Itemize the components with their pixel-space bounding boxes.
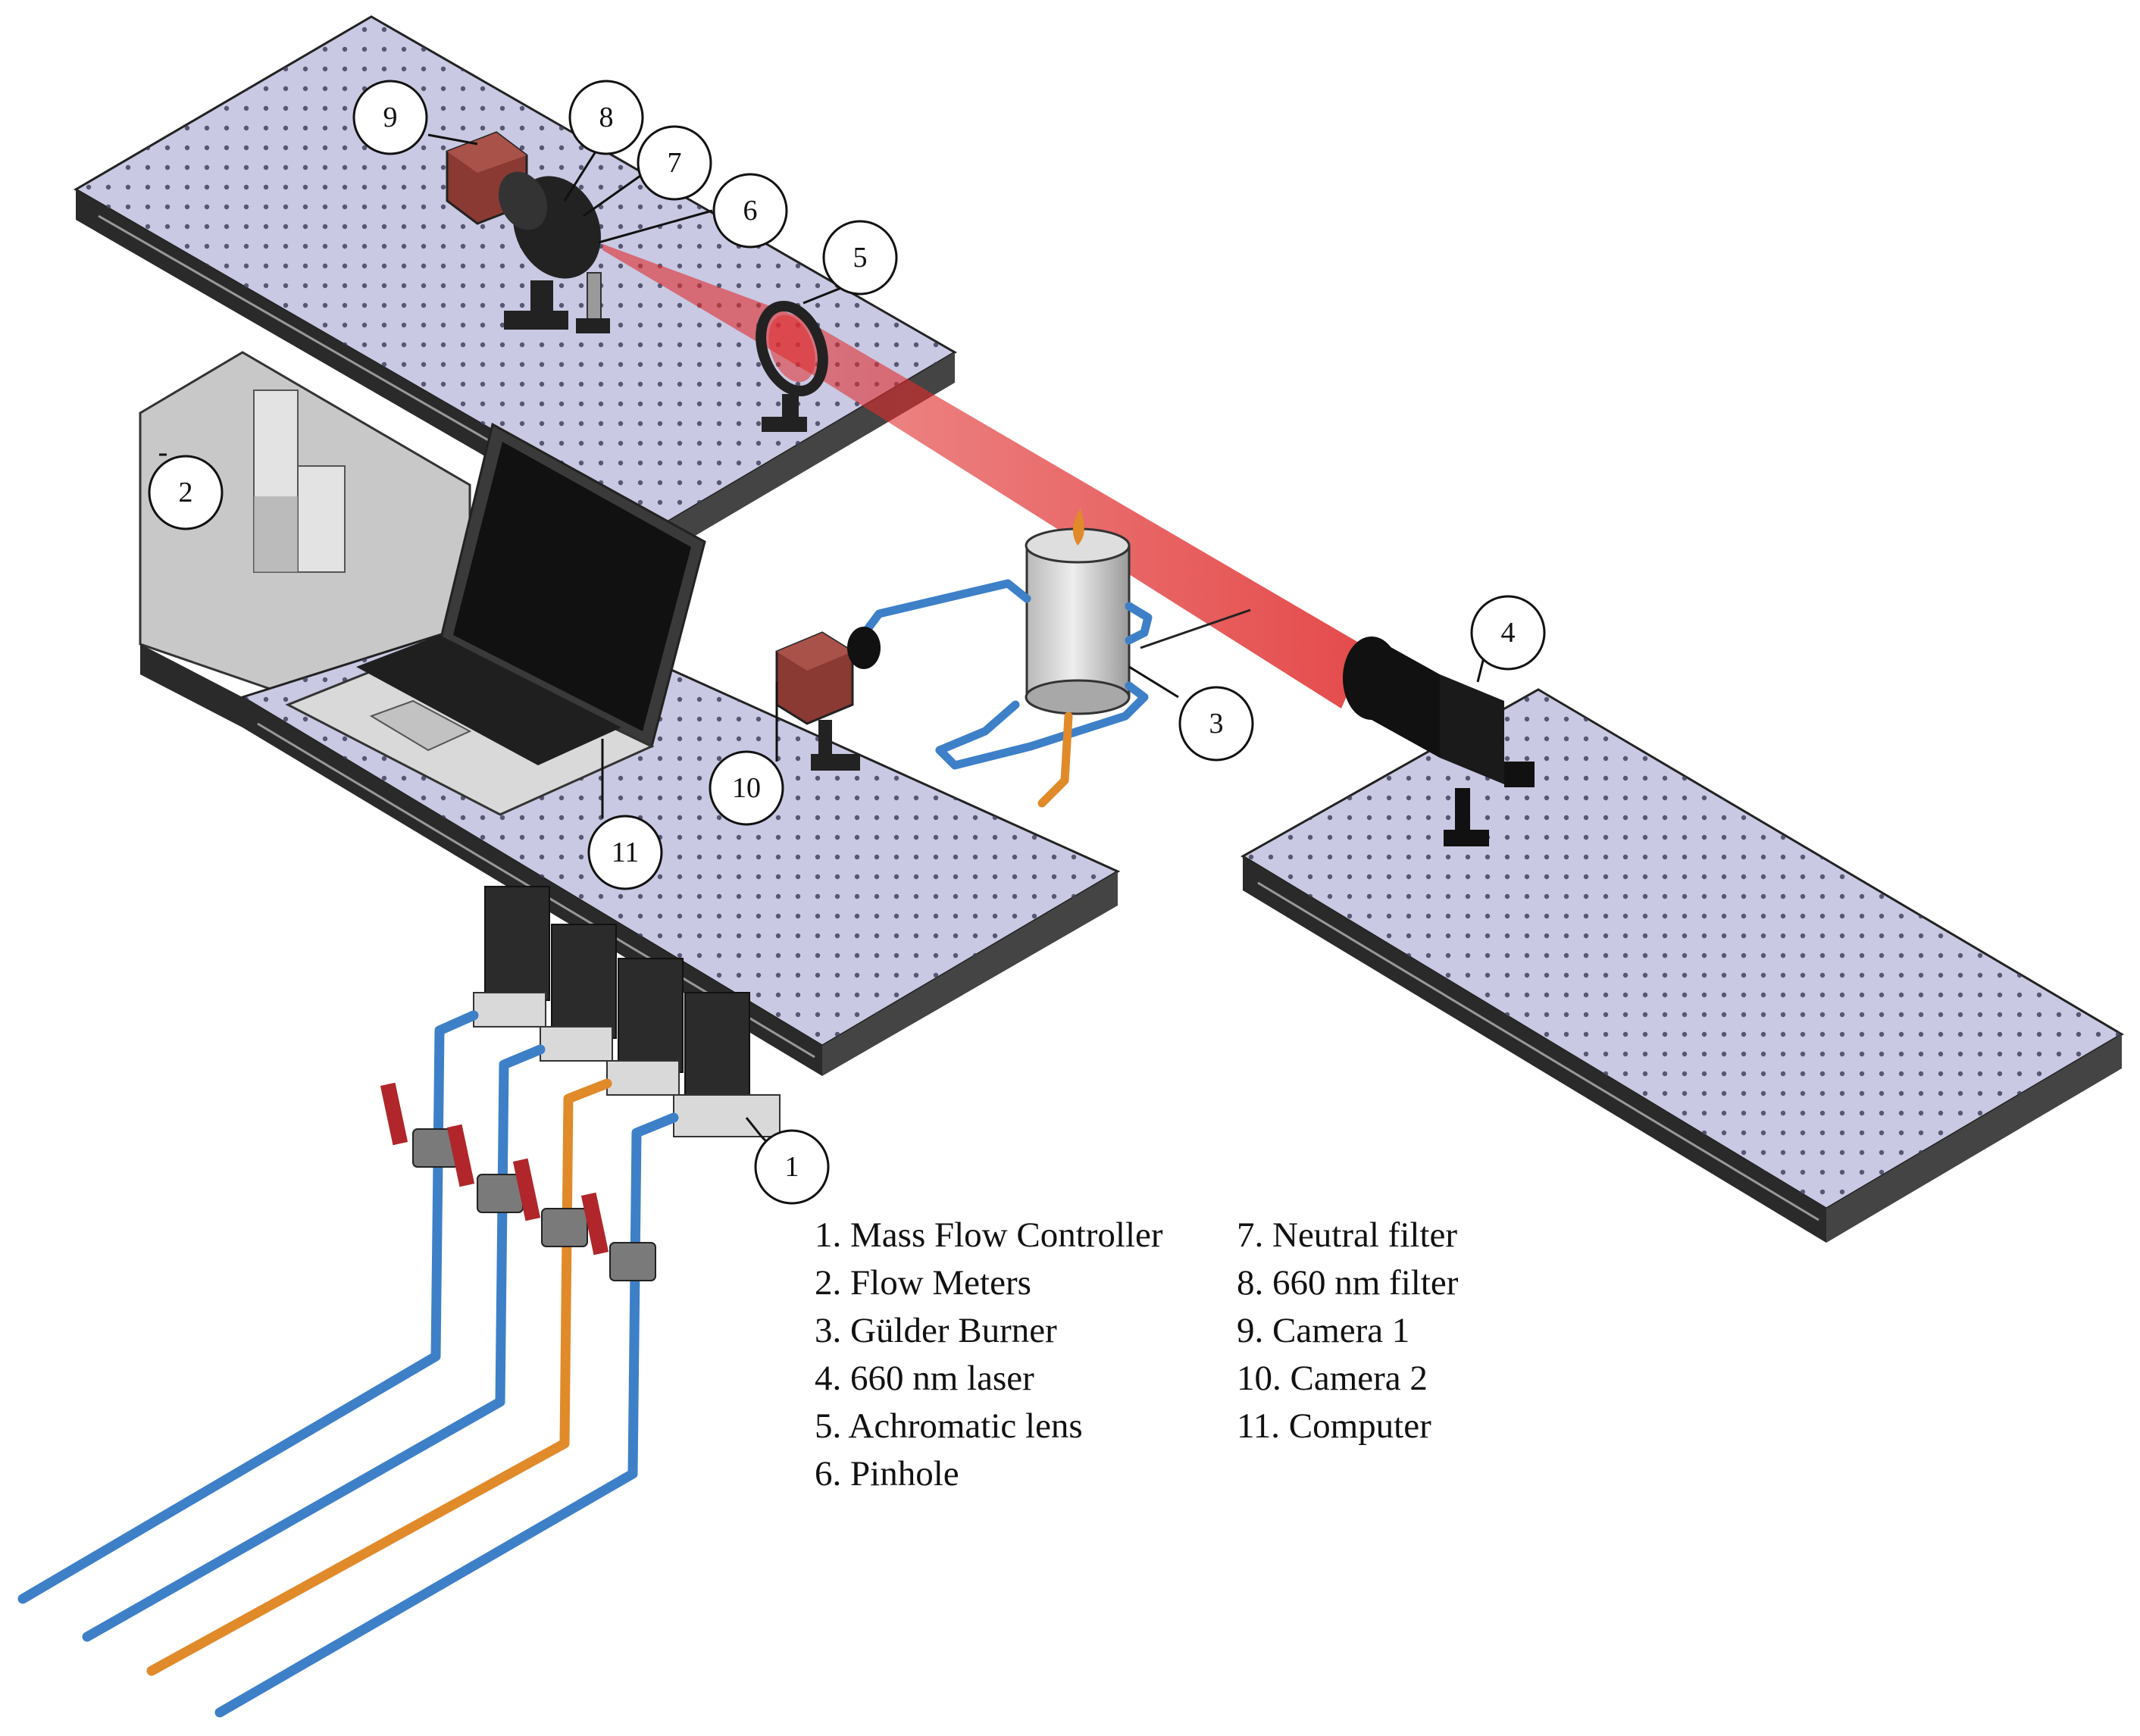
callout-11: 11	[587, 815, 663, 890]
legend-item-4: 4. 660 nm laser	[815, 1359, 1034, 1398]
callout-7: 7	[637, 125, 712, 201]
callout-6: 6	[712, 173, 788, 249]
callout-3: 3	[1178, 686, 1254, 762]
legend: 1. Mass Flow Controller 2. Flow Meters 3…	[815, 1215, 1459, 1494]
callout-4: 4	[1470, 595, 1546, 671]
legend-item-5: 5. Achromatic lens	[815, 1406, 1083, 1446]
valve-1	[380, 1082, 459, 1168]
callout-2-label: 2	[179, 477, 193, 508]
callout-8-label: 8	[599, 102, 614, 133]
gulder-burner	[1025, 508, 1251, 715]
optical-table-right	[1241, 688, 2124, 1243]
legend-item-2: 2. Flow Meters	[815, 1263, 1031, 1303]
callout-7-label: 7	[668, 147, 682, 179]
callout-11-label: 11	[612, 837, 640, 868]
legend-item-3: 3. Gülder Burner	[815, 1311, 1057, 1350]
legend-item-9: 9. Camera 1	[1237, 1311, 1409, 1350]
legend-item-6: 6. Pinhole	[815, 1454, 959, 1494]
valve-4	[580, 1192, 656, 1281]
callout-8: 8	[568, 80, 644, 155]
callout-9-label: 9	[383, 102, 398, 133]
legend-item-8: 8. 660 nm filter	[1237, 1263, 1459, 1303]
valve-3	[512, 1158, 588, 1247]
callout-1: 1	[754, 1129, 830, 1205]
callout-5: 5	[822, 220, 898, 296]
callout-2: 2	[148, 455, 224, 530]
callout-5-label: 5	[853, 242, 868, 274]
laser-660nm	[1343, 637, 1535, 846]
callout-6-label: 6	[743, 195, 758, 227]
achromatic-lens	[756, 300, 828, 432]
gas-valves	[380, 1082, 656, 1281]
callout-4-label: 4	[1501, 617, 1516, 649]
legend-item-11: 11. Computer	[1237, 1406, 1431, 1446]
callout-1-label: 1	[785, 1151, 799, 1183]
callout-9: 9	[352, 80, 428, 155]
gas-supply-lines	[17, 1010, 679, 1718]
valve-2	[446, 1124, 524, 1213]
callout-10: 10	[709, 750, 784, 826]
legend-item-1: 1. Mass Flow Controller	[815, 1215, 1163, 1255]
callout-10-label: 10	[732, 772, 761, 804]
legend-item-7: 7. Neutral filter	[1237, 1215, 1457, 1255]
computer-laptop	[285, 422, 706, 816]
legend-item-10: 10. Camera 2	[1237, 1359, 1428, 1398]
flame-icon	[1072, 508, 1084, 546]
mass-flow-controllers	[473, 886, 781, 1137]
callout-3-label: 3	[1209, 708, 1224, 740]
filter-assembly	[498, 171, 610, 333]
